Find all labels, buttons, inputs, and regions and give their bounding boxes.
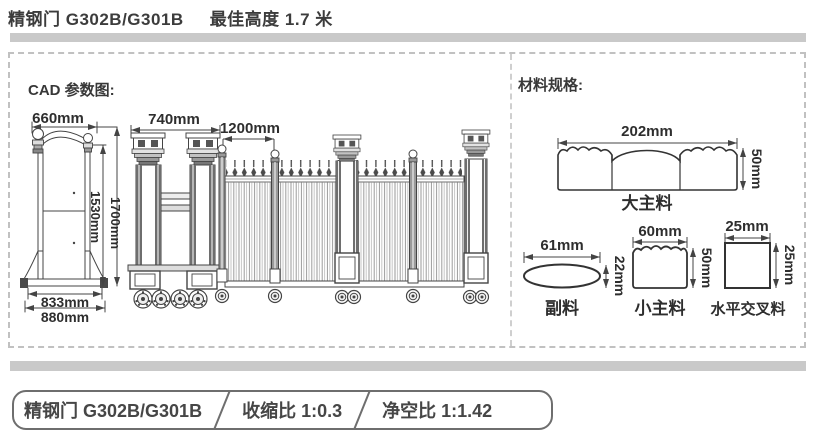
dim-small-main-height: 50mm [699,248,715,288]
dim-cross-height: 25mm [782,245,798,285]
profile-small-main: 60mm 50mm 小主料 [632,223,715,318]
spec-box [8,52,806,348]
head-wheel [133,289,153,309]
slash-divider [209,392,235,428]
title-best-height: 最佳高度 1.7 米 [209,10,333,29]
footer-clearance-ratio: 净空比 1:1.42 [382,401,493,421]
divider-bar-bottom [10,361,806,371]
label-cross: 水平交叉料 [710,300,785,318]
fence-post-capital [332,134,362,305]
dim-section-width: 1200mm [220,120,280,137]
gate-front-view: 740mm 1200mm [127,111,491,309]
materials-panel-heading: 材料规格: [518,77,583,94]
material-profiles-drawing: 202mm 50mm 大主料 61mm 22mm 副料 60mm [523,123,798,318]
fence-post-thin [405,149,421,304]
dim-head-width: 740mm [148,111,200,128]
dim-big-main-height: 50mm [749,149,765,189]
label-aux: 副料 [545,298,579,318]
dim-side-top-width: 660mm [32,110,84,127]
gate-head [127,132,230,309]
label-big-main: 大主料 [622,193,673,213]
cad-parameter-drawing: 660mm [20,110,491,325]
dim-side-total-height: 1700mm [108,197,123,249]
divider-bar-top [10,33,806,42]
cad-panel-heading: CAD 参数图: [28,82,115,99]
slash-divider [349,392,376,428]
profile-cross: 25mm 25mm 水平交叉料 [710,218,798,318]
profile-aux: 61mm 22mm 副料 [523,237,628,318]
footer-model: 精钢门 G302B/G301B [24,401,203,421]
dim-aux-height: 22mm [612,256,628,296]
dim-base-outer: 880mm [41,309,89,325]
dim-big-main-width: 202mm [621,123,673,140]
dim-aux-width: 61mm [540,237,583,254]
title-model: 精钢门 G302B/G301B [8,10,184,29]
page-title: 精钢门 G302B/G301B 最佳高度 1.7 米 [8,5,333,30]
panel-divider [510,54,512,346]
dim-cross-width: 25mm [725,218,768,235]
footer-shrink-ratio: 收缩比 1:0.3 [242,401,343,421]
dim-small-main-width: 60mm [638,223,681,240]
fence-post-thin [267,149,283,304]
gate-side-view: 660mm [20,110,123,325]
label-small-main: 小主料 [635,298,686,318]
footer-summary-pill: 精钢门 G302B/G301B 收缩比 1:0.3 净空比 1:1.42 [12,390,553,430]
dim-side-inner-height: 1530mm [88,191,103,243]
fence-post-end [461,129,491,305]
profile-big-main: 202mm 50mm 大主料 [557,123,765,213]
